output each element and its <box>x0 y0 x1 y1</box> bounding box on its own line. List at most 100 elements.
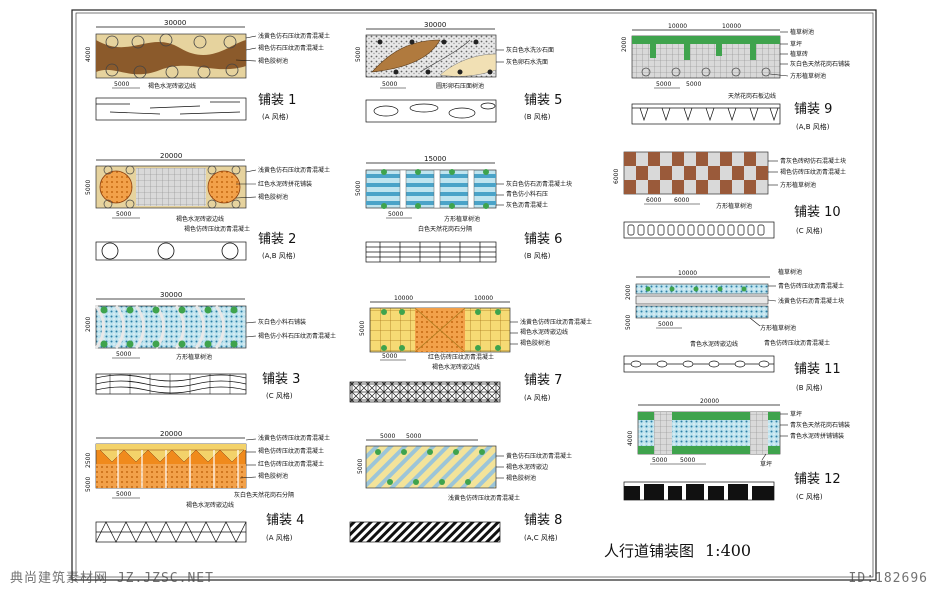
label: 草坪 <box>790 410 802 418</box>
dim-spacing: 5000 <box>114 81 129 88</box>
label: 青色仿砖压纹沥青混凝土 <box>764 339 830 347</box>
dim-spacing: 5000 <box>388 211 403 218</box>
panel-name: 铺装 7 <box>524 373 562 388</box>
dim-spacing: 5000 <box>116 211 131 218</box>
watermark-left: 典尚建筑素材网 JZ.JZSC.NET <box>10 571 214 586</box>
dim-length: 10000 <box>678 270 697 277</box>
panel-5: 30000 5000 5000 灰白色水洗沙石面 灰色卵石水洗面 圆形卵石压面树… <box>355 21 562 123</box>
label: 浅黄色仿石压纹沥青混凝土 <box>258 166 330 174</box>
panel-style: (A,B 风格) <box>796 122 830 131</box>
label: 天然花岗石板边线 <box>728 92 776 100</box>
label: 植草树池 <box>778 268 802 276</box>
panel-name: 铺装 9 <box>794 102 832 117</box>
inner-frame <box>75 12 874 578</box>
dim-spacing-a: 5000 <box>656 81 671 88</box>
label: 黄色仿石压纹沥青混凝土 <box>506 452 572 460</box>
label: 草坪 <box>760 460 772 468</box>
panel-3: 30000 2000 5000 灰白色小料石铺装 褐色仿小料石压纹沥青混凝土 方… <box>85 291 336 400</box>
panel-11: 10000 2000 5000 5000 植草树池 青色仿砖压纹沥青混凝土 浅黄… <box>623 268 844 392</box>
dim-length: 30000 <box>160 291 182 299</box>
dim-width: 2000 <box>85 317 92 332</box>
label: 方形植草树池 <box>716 202 752 210</box>
label: 褐色水泥砖嵌边线 <box>520 328 568 336</box>
panel-style: (A 风格) <box>524 393 551 402</box>
panel-6: 15000 5000 5000 灰白色仿石沥青混凝土块 青色仿小料石压 灰色沥青… <box>355 155 572 263</box>
dim-width: 2500 <box>85 453 92 468</box>
label: 灰色沥青混凝土 <box>506 201 548 209</box>
dim-width-b: 5000 <box>625 315 632 330</box>
panel-4: 20000 2500 5000 5000 浅黄色仿砖压纹沥青混凝土 褐色仿砖压纹… <box>85 430 330 543</box>
dim-a: 10000 <box>394 295 413 302</box>
dim-length: 15000 <box>424 155 446 163</box>
label: 褐色水泥砖嵌边线 <box>186 501 234 509</box>
label: 青色水泥砖嵌边线 <box>690 340 738 348</box>
dim-spacing-a: 6000 <box>646 197 661 204</box>
label: 灰白色水洗沙石面 <box>506 46 554 54</box>
dim-length: 30000 <box>164 19 186 27</box>
label: 褐色仿小料石压纹沥青混凝土 <box>258 332 336 340</box>
dim-a: 5000 <box>380 433 395 440</box>
label: 方形植草树池 <box>760 324 796 332</box>
label: 青色水泥砖拼铺铺装 <box>790 432 844 440</box>
label: 灰白色仿石沥青混凝土块 <box>506 180 572 188</box>
dim-spacing: 5000 <box>382 353 397 360</box>
panel-8: 5000 5000 5000 黄色仿石压纹沥青混凝土 褐色水泥砖嵌边 褐色胶树池… <box>349 433 572 543</box>
label: 灰色卵石水洗面 <box>506 58 548 66</box>
label: 青灰色砖砌仿石混凝土块 <box>780 157 846 165</box>
dim-length: 20000 <box>160 152 182 160</box>
label: 红色水泥砖拼花铺装 <box>258 180 312 188</box>
label: 褐色水泥砖嵌边线 <box>176 215 224 223</box>
dim-a: 10000 <box>668 23 687 30</box>
label: 植草砖 <box>790 50 808 58</box>
panel-style: (C 风格) <box>266 391 293 400</box>
label: 青色仿小料石压 <box>506 190 548 198</box>
label: 方形植草树池 <box>780 181 816 189</box>
label: 红色仿砖压纹沥青混凝土 <box>428 353 494 361</box>
panel-name: 铺装 4 <box>266 513 304 528</box>
dim-width: 5000 <box>355 181 362 196</box>
drawing-title: 人行道铺装图 <box>604 542 694 560</box>
dim-width-total: 5000 <box>85 477 92 492</box>
watermark-right: ID:182696 <box>848 571 928 586</box>
label: 褐色水泥砖嵌边线 <box>432 363 480 371</box>
label: 浅黄色仿石压纹沥青混凝土 <box>258 32 330 40</box>
panel-name: 铺装 6 <box>524 232 562 247</box>
panel-style: (B 风格) <box>796 383 823 392</box>
dim-spacing: 5000 <box>116 491 131 498</box>
label: 青灰色天然花岗石铺装 <box>790 421 850 429</box>
drawing-scale: 1:400 <box>705 541 751 560</box>
panel-style: (A 风格) <box>262 112 289 121</box>
dim-spacing-b: 5000 <box>680 457 695 464</box>
dim-b: 10000 <box>722 23 741 30</box>
dim-length: 20000 <box>160 430 182 438</box>
panel-12: 20000 4000 5000 5000 草坪 青灰色天然花岗石铺装 青色水泥砖… <box>623 398 850 501</box>
dim-spacing-b: 5000 <box>686 81 701 88</box>
dim-spacing: 5000 <box>382 81 397 88</box>
label: 浅黄色仿砖压纹沥青混凝土 <box>448 494 520 502</box>
panel-name: 铺装 8 <box>524 513 562 528</box>
dim-width: 2000 <box>625 285 632 300</box>
label: 方形植草树池 <box>790 72 826 80</box>
dim-width: 4000 <box>85 47 92 62</box>
panel-style: (A,C 风格) <box>524 533 558 542</box>
label: 灰白色天然花岗石分隔 <box>234 491 294 499</box>
label: 植草树池 <box>790 28 814 36</box>
outer-frame <box>71 9 877 581</box>
label: 褐色胶树池 <box>258 472 288 480</box>
label: 褐色胶树池 <box>258 57 288 65</box>
label: 青色仿砖压纹沥青混凝土 <box>778 282 844 290</box>
label: 白色天然花岗石分隔 <box>418 225 472 233</box>
dim-width: 5000 <box>359 321 366 336</box>
panel-name: 铺装 5 <box>524 93 562 108</box>
panel-name: 铺装 2 <box>258 232 296 247</box>
label: 红色仿砖压纹沥青混凝土 <box>258 460 324 468</box>
dim-width: 5000 <box>85 180 92 195</box>
panel-style: (C 风格) <box>796 492 823 501</box>
dim-spacing-a: 5000 <box>652 457 667 464</box>
dim-b: 10000 <box>474 295 493 302</box>
label: 褐色仿石压纹沥青混凝土 <box>258 44 324 52</box>
dim-width: 5000 <box>357 459 364 474</box>
panel-2: 20000 5000 5000 浅黄色仿石压纹沥青混凝土 红色水泥砖拼花铺装 褐… <box>85 152 330 261</box>
dim-spacing: 5000 <box>658 321 673 328</box>
dim-spacing: 5000 <box>116 351 131 358</box>
